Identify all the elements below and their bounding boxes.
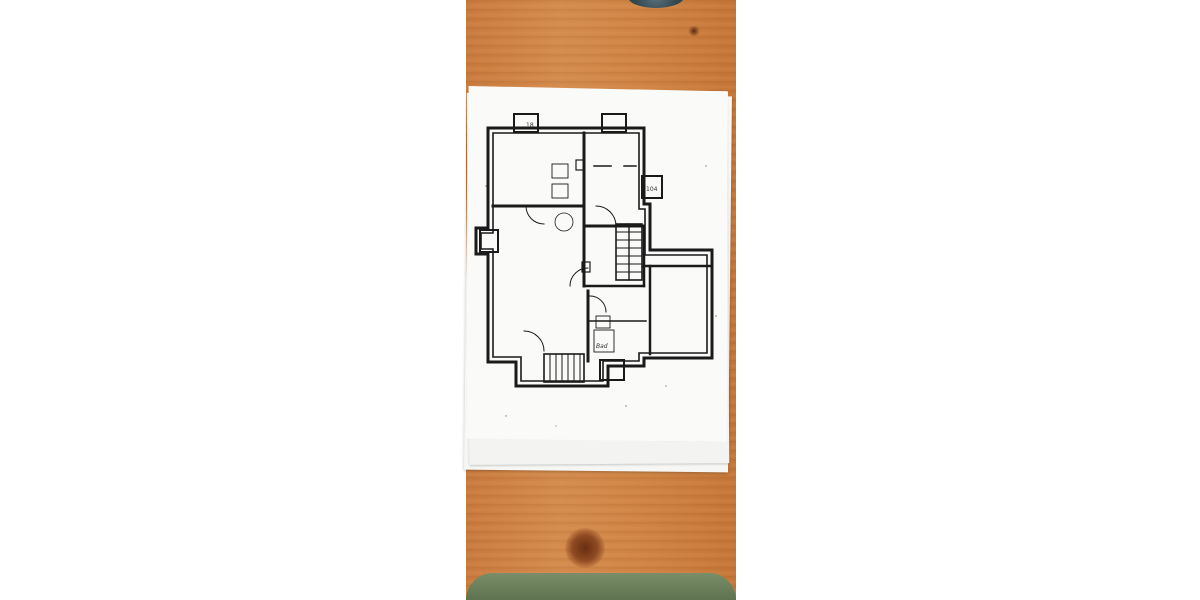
top-object	[628, 0, 684, 8]
staircase-lower	[543, 353, 585, 383]
door-swing	[525, 205, 545, 225]
chimney-box-left	[513, 113, 539, 133]
door-swing	[595, 205, 617, 227]
staircase-upper	[615, 223, 643, 281]
door-swing	[589, 295, 607, 313]
chimney-box-south	[599, 359, 625, 381]
chimney-box-right	[641, 175, 663, 199]
floor-plan-drawing: 18 104 Bad	[474, 113, 717, 427]
appliance-box	[551, 183, 569, 199]
chimney-label-right: 104	[646, 186, 658, 193]
round-table	[554, 212, 574, 232]
small-box	[575, 159, 585, 171]
paper-sheet-front	[466, 86, 728, 442]
appliance-box	[551, 163, 569, 179]
chimney-box-west	[479, 229, 499, 253]
chimney-box-middle	[601, 113, 627, 133]
room-label-bad: Bad	[596, 343, 608, 350]
outer-wall	[474, 126, 714, 388]
chimney-label-left: 18	[526, 122, 534, 129]
door-swing	[569, 267, 589, 287]
small-box	[581, 261, 591, 273]
wood-knot-small	[688, 26, 700, 36]
small-box	[595, 315, 611, 329]
wood-knot	[565, 528, 605, 568]
green-object	[466, 573, 736, 600]
room-label-box	[593, 329, 615, 353]
door-swing	[523, 330, 545, 352]
